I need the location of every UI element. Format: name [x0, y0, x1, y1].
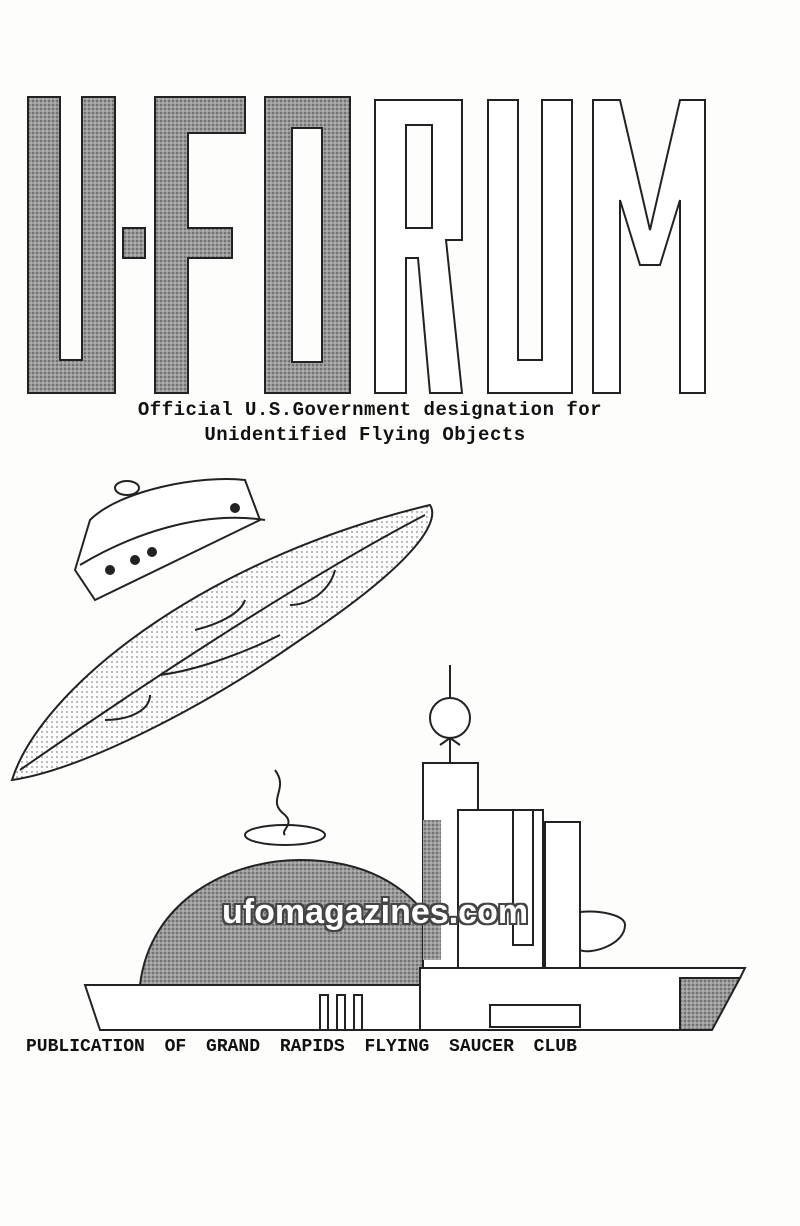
subtitle-line-2: Unidentified Flying Objects: [204, 424, 526, 446]
publisher-footer: PUBLICATION OF GRAND RAPIDS FLYING SAUCE…: [26, 1037, 577, 1057]
subtitle-line-1: Official U.S.Government designation for: [137, 399, 603, 421]
logo-letter-r: [374, 99, 464, 394]
logo-letter-m: [592, 99, 706, 394]
futuristic-building-illustration: [83, 665, 747, 1031]
logo-letter-u: [27, 96, 116, 394]
flying-saucer-illustration: [10, 478, 434, 782]
logo-letter-u2: [487, 99, 573, 394]
watermark: ufomagazines.com: [222, 893, 529, 931]
logo-hyphen: [122, 227, 146, 259]
logo-letter-o: [264, 96, 351, 394]
logo-letter-f: [154, 96, 246, 394]
title-logo: [27, 96, 706, 394]
